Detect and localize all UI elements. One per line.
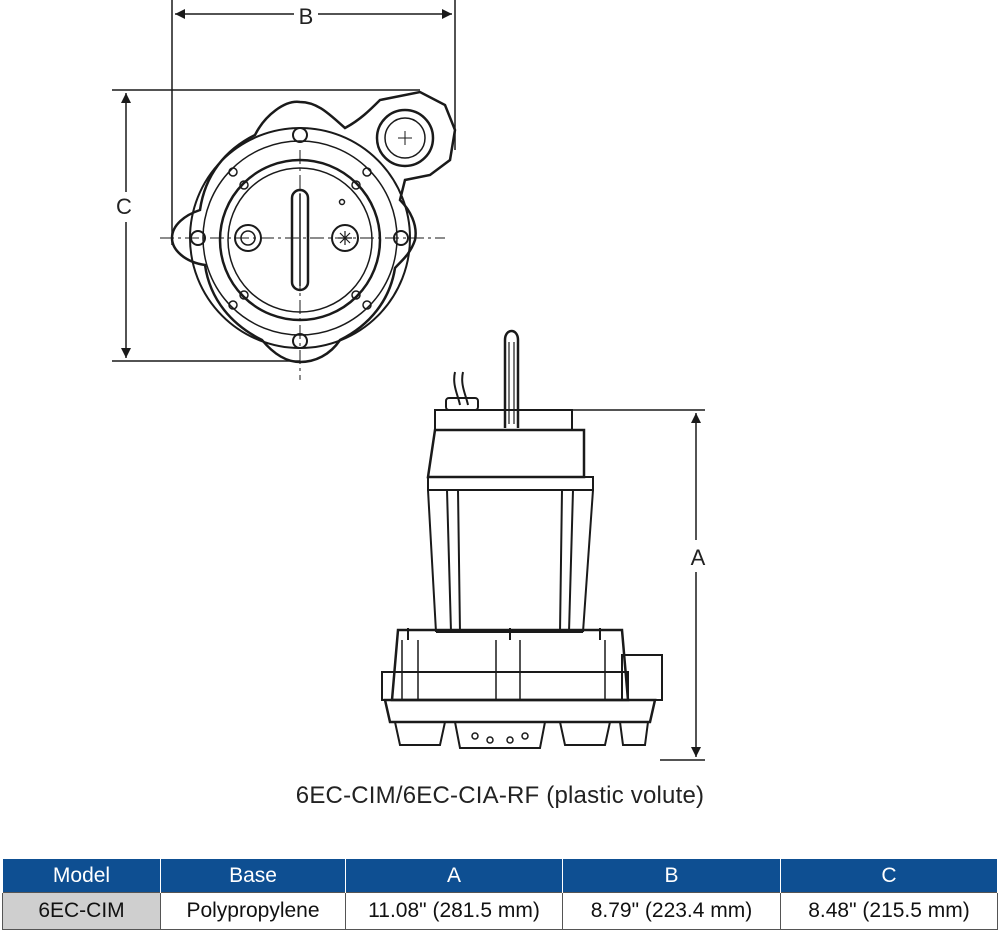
dimension-a: A bbox=[684, 413, 710, 757]
dimension-b-label: B bbox=[299, 4, 314, 29]
pump-dimension-drawing: B C bbox=[112, 0, 710, 761]
drawing-caption: 6EC-CIM/6EC-CIA-RF (plastic volute) bbox=[295, 782, 705, 809]
header-model: Model bbox=[2, 859, 161, 893]
header-base: Base bbox=[160, 859, 346, 893]
dimension-a-label: A bbox=[691, 545, 706, 570]
dimension-c: C bbox=[112, 93, 140, 358]
cell-b: 8.79" (223.4 mm) bbox=[562, 892, 781, 930]
cell-a: 11.08" (281.5 mm) bbox=[345, 892, 563, 930]
top-view bbox=[112, 0, 457, 380]
dimension-c-label: C bbox=[116, 194, 132, 219]
side-view bbox=[381, 329, 663, 749]
spec-table: Model Base A B C 6EC-CIM Polypropylene 1… bbox=[2, 859, 998, 930]
cell-model: 6EC-CIM bbox=[2, 892, 161, 930]
spec-table-header-row: Model Base A B C bbox=[2, 859, 998, 893]
dimension-b: B bbox=[175, 2, 452, 29]
cell-c: 8.48" (215.5 mm) bbox=[780, 892, 998, 930]
header-b: B bbox=[562, 859, 781, 893]
header-a: A bbox=[345, 859, 563, 893]
cell-base: Polypropylene bbox=[160, 892, 346, 930]
table-row: 6EC-CIM Polypropylene 11.08" (281.5 mm) … bbox=[2, 892, 998, 930]
header-c: C bbox=[780, 859, 998, 893]
